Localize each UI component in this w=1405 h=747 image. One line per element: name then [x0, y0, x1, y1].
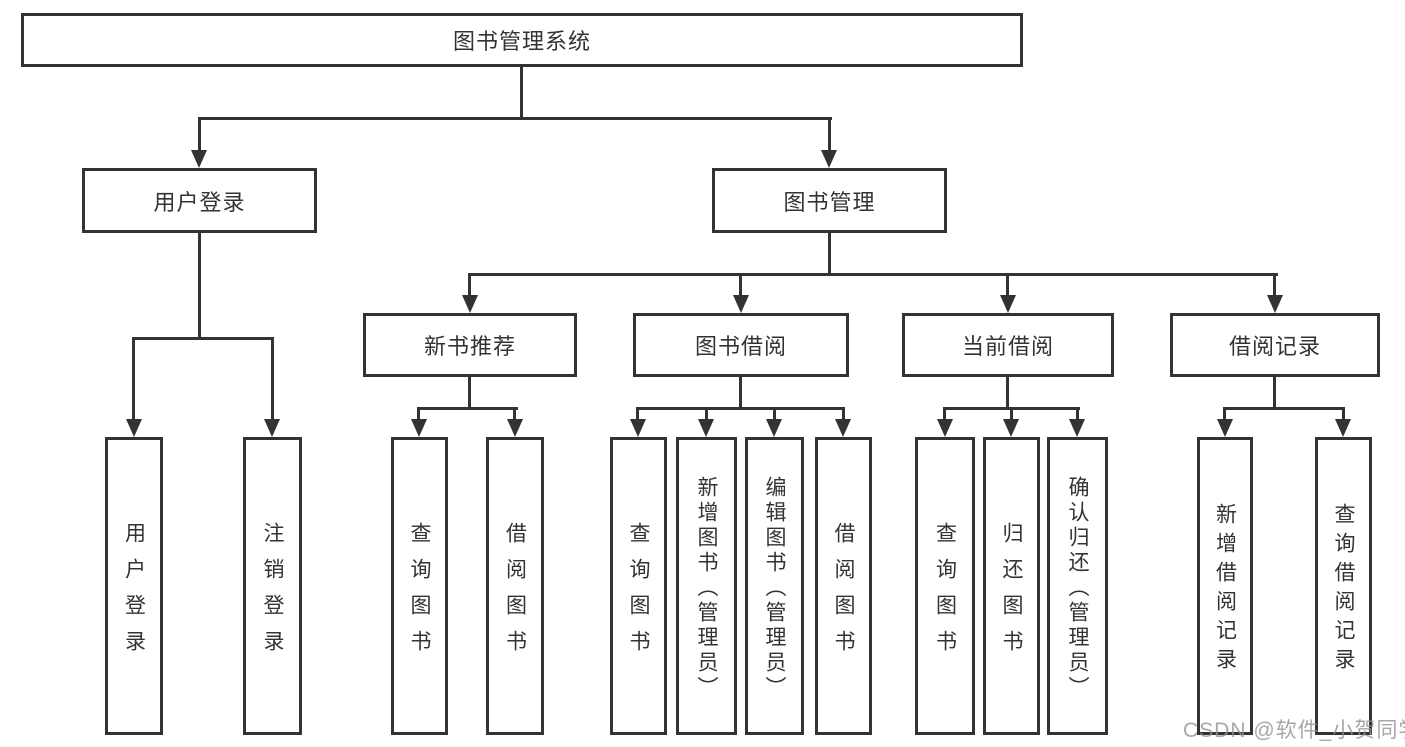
arrow-head	[937, 419, 953, 437]
node-label: 查询图书	[408, 521, 431, 666]
connector-line	[132, 337, 135, 425]
arrow-head	[264, 419, 280, 437]
arrow-head	[1267, 295, 1283, 313]
node-label: 归还图书	[1000, 521, 1023, 666]
connector-line	[1223, 407, 1345, 410]
connector-line	[828, 117, 831, 157]
node-label: 借阅图书	[832, 521, 855, 666]
node-query-borrow-record: 查询借阅记录	[1315, 437, 1372, 735]
connector-line	[198, 233, 201, 340]
node-label: 查询图书	[627, 521, 650, 666]
connector-line	[468, 273, 1278, 276]
node-query-books-borrow: 查询图书	[610, 437, 667, 735]
node-add-borrow-record: 新增借阅记录	[1197, 437, 1253, 735]
node-query-books-current: 查询图书	[915, 437, 975, 735]
node-label: 注销登录	[261, 521, 284, 666]
arrow-head	[191, 150, 207, 168]
node-user-login-leaf: 用户登录	[105, 437, 163, 735]
arrow-head	[1069, 419, 1085, 437]
connector-line	[828, 233, 831, 276]
connector-line	[1273, 377, 1276, 409]
node-label: 编辑图书（管理员）	[763, 475, 786, 701]
node-add-book-admin: 新增图书（管理员）	[676, 437, 737, 735]
arrow-head	[1003, 419, 1019, 437]
connector-line	[520, 67, 523, 118]
csdn-watermark: CSDN @软件_小贺同学	[1183, 719, 1405, 742]
arrow-head	[1335, 419, 1351, 437]
connector-line	[198, 117, 201, 157]
arrow-head	[630, 419, 646, 437]
node-label: 查询图书	[933, 521, 957, 666]
node-borrow-books-recommend: 借阅图书	[486, 437, 544, 735]
arrow-head	[507, 419, 523, 437]
node-user-login: 用户登录	[82, 168, 317, 233]
node-label: 确认归还（管理员）	[1066, 475, 1089, 701]
connector-line	[1006, 273, 1009, 301]
connector-line	[468, 273, 471, 301]
connector-line	[1273, 273, 1276, 301]
node-label: 借阅图书	[503, 521, 527, 666]
node-return-book: 归还图书	[983, 437, 1040, 735]
arrow-head	[126, 419, 142, 437]
connector-line	[271, 337, 274, 425]
connector-line	[739, 377, 742, 409]
connector-line	[417, 407, 518, 410]
connector-line	[132, 337, 274, 340]
connector-line	[468, 377, 471, 409]
node-borrow-books-leaf: 借阅图书	[815, 437, 872, 735]
connector-line	[1006, 377, 1009, 409]
connector-line	[636, 407, 845, 410]
node-label: 新增图书（管理员）	[695, 475, 718, 701]
node-new-book-recommend: 新书推荐	[363, 313, 577, 377]
node-current-borrow: 当前借阅	[902, 313, 1114, 377]
arrow-head	[835, 419, 851, 437]
arrow-head	[462, 295, 478, 313]
arrow-head	[1217, 419, 1233, 437]
node-edit-book-admin: 编辑图书（管理员）	[745, 437, 804, 735]
node-book-borrow: 图书借阅	[633, 313, 849, 377]
arrow-head	[698, 419, 714, 437]
arrow-head	[821, 150, 837, 168]
node-logout: 注销登录	[243, 437, 302, 735]
arrow-head	[733, 295, 749, 313]
connector-line	[198, 117, 832, 120]
node-book-management: 图书管理	[712, 168, 947, 233]
connector-line	[739, 273, 742, 301]
node-label: 查询借阅记录	[1332, 503, 1355, 677]
node-borrow-records: 借阅记录	[1170, 313, 1380, 377]
arrow-head	[766, 419, 782, 437]
node-label: 新增借阅记录	[1213, 503, 1237, 677]
arrow-head	[1000, 295, 1016, 313]
node-book-management-system: 图书管理系统	[21, 13, 1023, 67]
node-label: 用户登录	[122, 521, 146, 666]
node-confirm-return-admin: 确认归还（管理员）	[1047, 437, 1108, 735]
node-query-books-recommend: 查询图书	[391, 437, 448, 735]
arrow-head	[411, 419, 427, 437]
